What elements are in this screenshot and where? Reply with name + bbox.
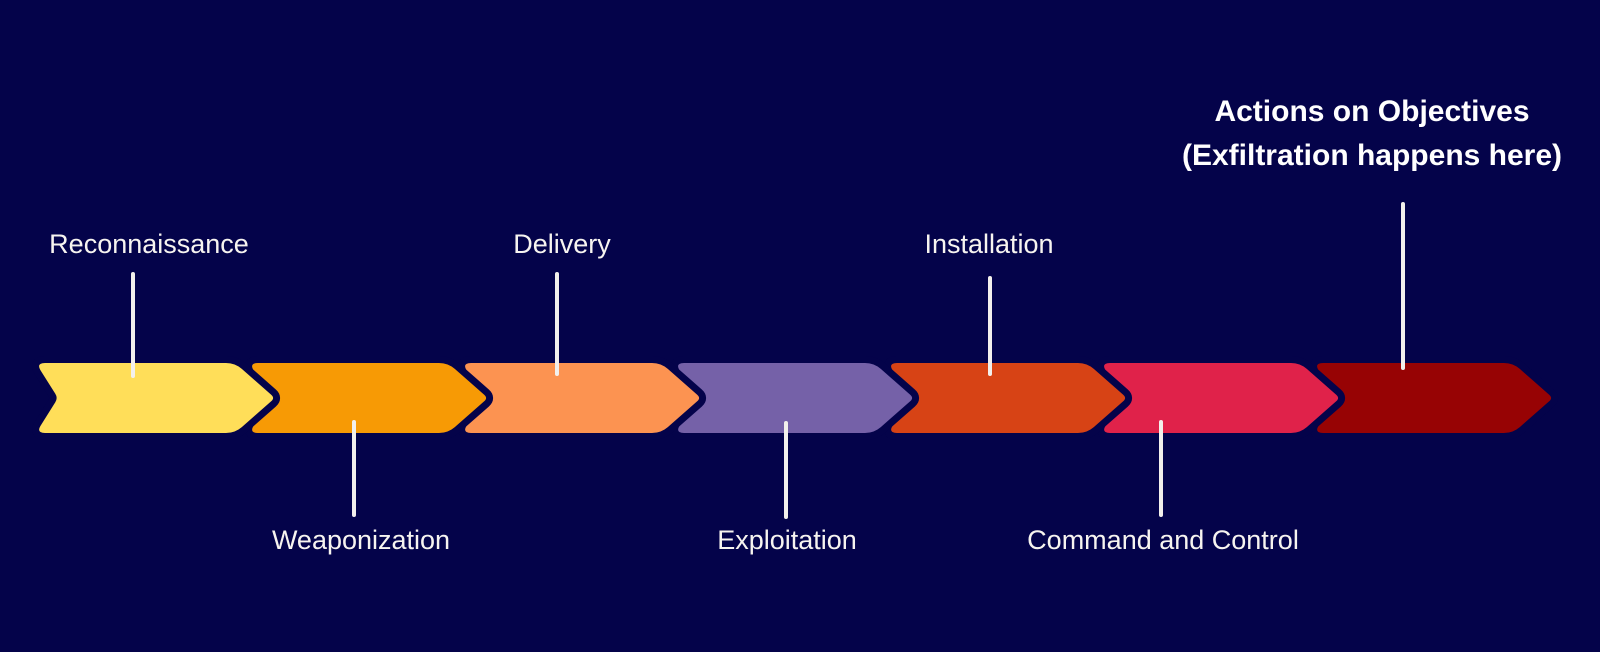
chevron-shape-installation xyxy=(884,356,1133,440)
chevron-shape-actions-on-objectives xyxy=(1310,356,1559,440)
leader-line-actions-on-objectives xyxy=(1401,202,1405,370)
chevron-shape-reconnaissance xyxy=(32,356,281,440)
chevron-shape-delivery xyxy=(458,356,707,440)
leader-line-command-and-control xyxy=(1159,420,1163,517)
stage-label-weaponization: Weaponization xyxy=(271,525,451,555)
chevron-shape-weaponization xyxy=(245,356,494,440)
chevron-shape-exploitation xyxy=(671,356,920,440)
leader-line-reconnaissance xyxy=(131,272,135,378)
stage-label-reconnaissance: Reconnaissance xyxy=(49,229,249,259)
stage-label-exploitation: Exploitation xyxy=(717,525,857,555)
leader-line-weaponization xyxy=(352,420,356,517)
stage-label-actions-on-objectives: Actions on Objectives (Exfiltration happ… xyxy=(1182,90,1562,178)
chevron-reconnaissance xyxy=(32,356,281,440)
actions-on-objectives-title: Actions on Objectives xyxy=(1214,95,1530,128)
actions-on-objectives-subtitle: (Exfiltration happens here) xyxy=(1181,139,1563,172)
leader-line-delivery xyxy=(555,272,559,376)
stage-label-command-and-control: Command and Control xyxy=(1027,525,1299,555)
stage-label-delivery: Delivery xyxy=(513,229,611,259)
leader-line-installation xyxy=(988,276,992,376)
stage-label-installation: Installation xyxy=(924,229,1054,259)
chevron-shape-command-and-control xyxy=(1097,356,1346,440)
leader-line-exploitation xyxy=(784,421,788,519)
